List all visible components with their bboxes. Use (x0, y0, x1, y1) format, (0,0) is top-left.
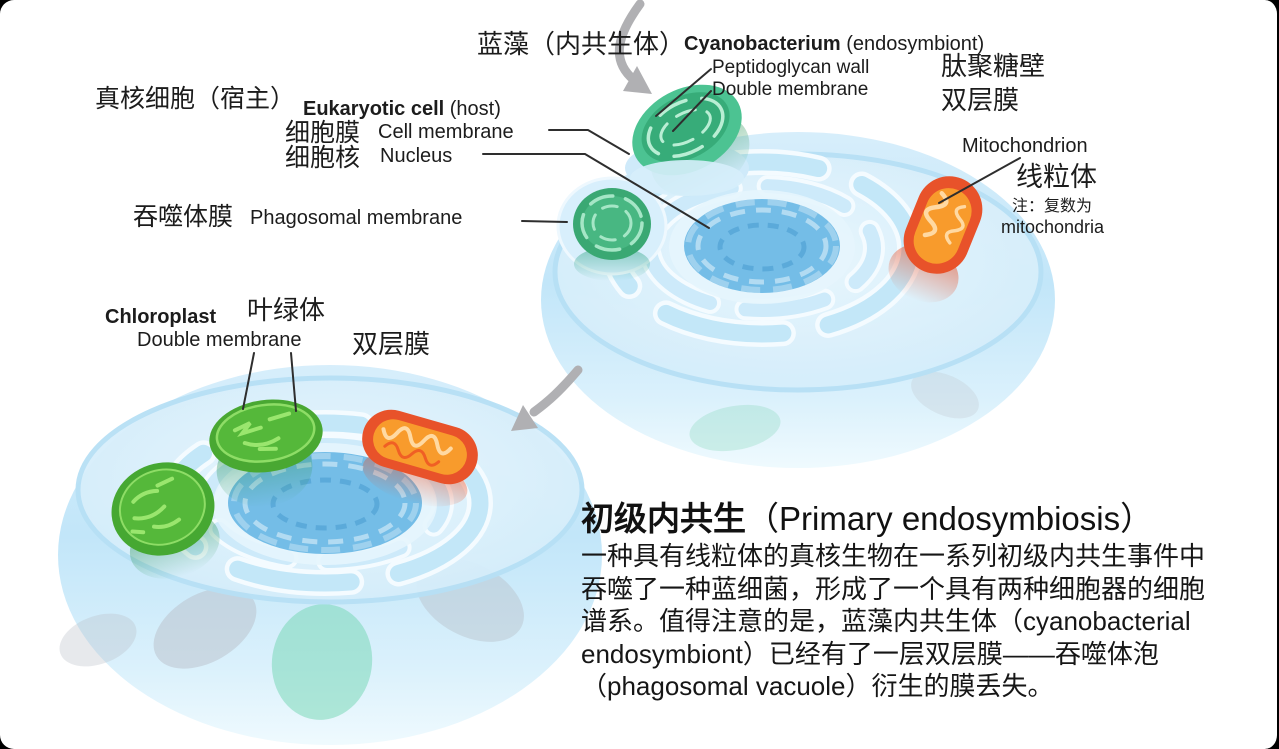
engulf-arrow-top (614, 0, 645, 85)
thylakoid (155, 476, 175, 488)
label-phagosomal-zh: 吞噬体膜 (133, 203, 234, 231)
label-eukaryotic-zh: 真核细胞（宿主） (95, 85, 296, 113)
leader-chloroplast-membrane-2 (290, 352, 297, 412)
caption-title-zh: 初级内共生 (581, 500, 746, 537)
label-cyanobacterium-en-main: Cyanobacterium (684, 33, 841, 55)
host-cell-1 (541, 84, 1055, 468)
cyano-ring (659, 108, 712, 147)
label-nucleus-zh: 细胞核 (285, 144, 361, 172)
leader-nucleus (482, 153, 710, 229)
cyano-ring (646, 96, 725, 159)
engulf-arrow-mid-head (511, 405, 538, 431)
thylakoid (132, 504, 167, 521)
mito-cristae (944, 204, 967, 245)
label-peptidoglycan-en: Peptidoglycan wall (712, 57, 870, 78)
thylakoids (232, 411, 292, 451)
thylakoid (131, 488, 160, 504)
cell2-blob-gray (153, 587, 257, 669)
nucleus-texture (685, 199, 839, 293)
label-double-membrane-bottom-zh: 双层膜 (352, 329, 431, 359)
caption-body: 一种具有线粒体的真核生物在一系列初级内共生事件中 吞噬了一种蓝细菌，形成了一个具… (581, 541, 1206, 701)
mitochondrion-2 (362, 409, 478, 507)
cell2-blob-gray (59, 613, 137, 667)
cell1-blob-gray (911, 371, 979, 419)
mitochondrion-1 (888, 176, 983, 303)
free-cyanobacterium (632, 84, 750, 197)
label-nucleus-en: Nucleus (380, 145, 453, 167)
engulfed-ring (591, 204, 633, 242)
leader-mitochondrion (938, 157, 1021, 204)
host-cell-2 (58, 365, 602, 745)
label-double-membrane-bottom-en: Double membrane (137, 329, 302, 351)
label-eukaryotic-en-suffix: (host) (444, 98, 501, 120)
mito-cristae (383, 441, 441, 467)
label-cyanobacterium-zh: 蓝藻（内共生体） (477, 29, 686, 59)
pocket-front-lip (630, 160, 744, 196)
chloroplast-left (111, 462, 220, 579)
label-cell-membrane-en: Cell membrane (378, 121, 514, 143)
chloroplast-top (209, 399, 323, 507)
leader-chloroplast-membrane-1 (242, 352, 255, 410)
engulf-arrows (511, 0, 652, 431)
cell1-blob-green (689, 404, 781, 452)
label-mitochondrion-zh: 线粒体 (1016, 162, 1097, 192)
label-chloroplast-zh: 叶绿体 (247, 295, 326, 325)
mito-cristae (922, 190, 949, 238)
leader-cell-membrane (548, 129, 630, 155)
thylakoid (232, 421, 263, 437)
chloro-stroma (215, 403, 316, 463)
engulfed-shadow (574, 247, 650, 281)
label-double-membrane-top-zh: 双层膜 (941, 85, 1020, 115)
label-mitochondrion-en: Mitochondrion (962, 135, 1088, 157)
thylakoid (242, 436, 281, 448)
label-chloroplast-en: Chloroplast (105, 306, 217, 328)
label-peptidoglycan-zh: 肽聚糖壁 (941, 51, 1046, 81)
label-eukaryotic-en-main: Eukaryotic cell (303, 98, 445, 120)
cell2-blob-teal (271, 604, 373, 720)
thylakoid (152, 517, 182, 529)
label-cyanobacterium-en: Cyanobacterium (endosymbiont) (684, 33, 984, 56)
phagosome (556, 176, 668, 281)
caption-title-en: （Primary endosymbiosis） (746, 500, 1154, 537)
nucleus-texture (717, 222, 807, 272)
mito-cristae (381, 426, 453, 456)
label-phagosomal-en: Phagosomal membrane (250, 207, 463, 229)
engulfed-cyanobacterium-inner (582, 196, 642, 250)
engulf-arrow-top-head (623, 66, 652, 94)
thylakoid (257, 446, 278, 451)
cell1-nucleus (669, 190, 855, 304)
label-mitochondrion-note-en: mitochondria (1001, 217, 1105, 237)
leader-lines (242, 68, 1021, 412)
label-double-membrane-top-en: Double membrane (712, 79, 869, 100)
leader-peptidoglycan (655, 68, 712, 117)
nucleus-body (684, 199, 840, 293)
thylakoids (130, 476, 182, 535)
leader-double-membrane-top (672, 90, 712, 132)
label-cyanobacterium-en-suffix: (endosymbiont) (840, 33, 985, 55)
thylakoid (130, 529, 146, 535)
nucleus-texture (695, 207, 829, 285)
caption-title: 初级内共生（Primary endosymbiosis） (581, 492, 1153, 540)
label-cell-membrane-zh: 细胞膜 (285, 119, 361, 147)
leader-phagosomal (521, 220, 568, 223)
label-eukaryotic-en: Eukaryotic cell (host) (303, 98, 501, 121)
thylakoid (267, 411, 292, 422)
engulf-arrow-mid (529, 365, 583, 417)
label-mitochondrion-note-zh: 注：复数为 (1012, 198, 1093, 215)
engulfed-ring (580, 194, 644, 252)
